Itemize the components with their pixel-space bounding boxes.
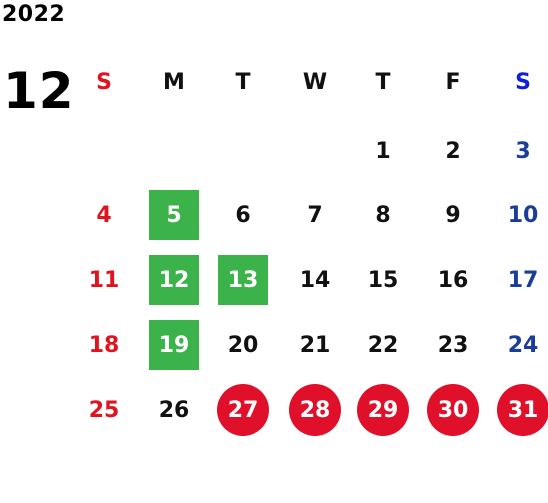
weekday-header-tue: T xyxy=(235,69,251,95)
calendar-day-23[interactable]: 23 xyxy=(437,332,469,358)
calendar-day-22[interactable]: 22 xyxy=(367,332,399,358)
calendar-day-7[interactable]: 7 xyxy=(307,202,323,228)
calendar-day-28[interactable]: 28 xyxy=(289,384,341,436)
calendar-day-26[interactable]: 26 xyxy=(158,397,190,423)
calendar-day-31[interactable]: 31 xyxy=(497,384,548,436)
calendar-day-27[interactable]: 27 xyxy=(217,384,269,436)
weekday-header-sun: S xyxy=(96,69,112,95)
calendar-day-20[interactable]: 20 xyxy=(227,332,259,358)
calendar-day-24[interactable]: 24 xyxy=(507,332,539,358)
calendar-day-3[interactable]: 3 xyxy=(515,138,531,164)
weekday-header-fri: F xyxy=(445,69,461,95)
calendar-day-18[interactable]: 18 xyxy=(88,332,120,358)
calendar-day-11[interactable]: 11 xyxy=(88,267,120,293)
calendar-day-8[interactable]: 8 xyxy=(375,202,391,228)
calendar-day-29[interactable]: 29 xyxy=(357,384,409,436)
weekday-header-mon: M xyxy=(163,69,185,95)
calendar-day-17[interactable]: 17 xyxy=(507,267,539,293)
calendar-day-19[interactable]: 19 xyxy=(149,320,199,370)
calendar-day-5[interactable]: 5 xyxy=(149,190,199,240)
calendar-day-14[interactable]: 14 xyxy=(299,267,331,293)
weekday-header-wed: W xyxy=(302,69,328,95)
calendar-day-16[interactable]: 16 xyxy=(437,267,469,293)
calendar-day-15[interactable]: 15 xyxy=(367,267,399,293)
calendar-day-10[interactable]: 10 xyxy=(507,202,539,228)
calendar-day-21[interactable]: 21 xyxy=(299,332,331,358)
calendar-day-1[interactable]: 1 xyxy=(375,138,391,164)
calendar-day-9[interactable]: 9 xyxy=(445,202,461,228)
calendar-day-13[interactable]: 13 xyxy=(218,255,268,305)
weekday-header-sat: S xyxy=(515,69,531,95)
calendar-day-25[interactable]: 25 xyxy=(88,397,120,423)
calendar-day-4[interactable]: 4 xyxy=(96,202,112,228)
calendar-month: 12 xyxy=(3,62,75,120)
calendar-day-30[interactable]: 30 xyxy=(427,384,479,436)
weekday-header-thu: T xyxy=(375,69,391,95)
calendar-day-6[interactable]: 6 xyxy=(235,202,251,228)
calendar-day-12[interactable]: 12 xyxy=(149,255,199,305)
calendar-year: 2022 xyxy=(2,2,66,27)
calendar-day-2[interactable]: 2 xyxy=(445,138,461,164)
